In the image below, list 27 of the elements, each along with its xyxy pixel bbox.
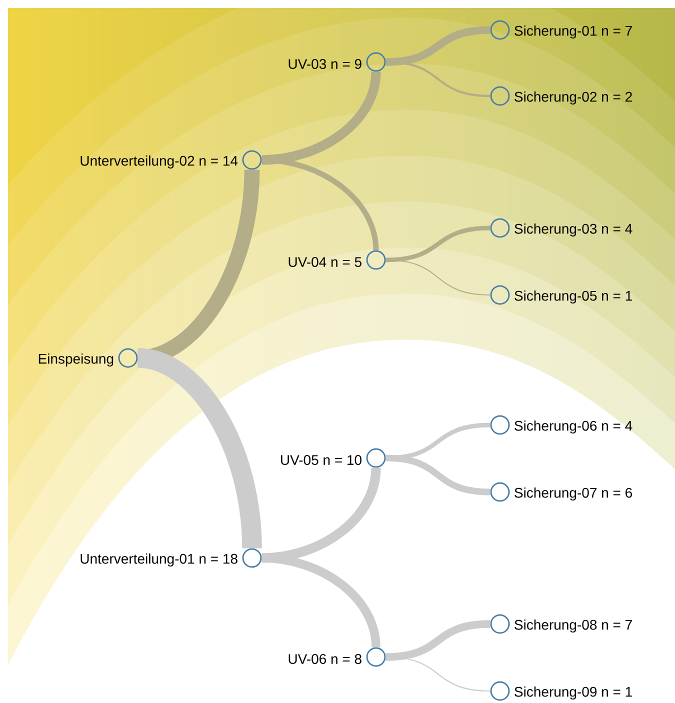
node-label: Unterverteilung-02 n = 14	[80, 155, 238, 169]
flow-ribbon	[386, 259, 490, 296]
node-label: Sicherung-06 n = 4	[514, 420, 632, 434]
flow-ribbon	[262, 554, 380, 648]
flow-ribbon	[386, 620, 490, 661]
node-label: UV-05 n = 10	[281, 455, 362, 465]
flow-ribbon	[386, 26, 490, 66]
node-label: UV-04 n = 5	[288, 257, 362, 267]
flow-ribbon	[386, 60, 490, 98]
node-label: Sicherung-07 n = 6	[514, 487, 632, 501]
node-label: Sicherung-03 n = 4	[514, 223, 632, 237]
node-label: Sicherung-02 n = 2	[514, 91, 632, 105]
node-label: Unterverteilung-01 n = 18	[80, 553, 238, 567]
node-label: Sicherung-01 n = 7	[514, 25, 632, 39]
node-label: Sicherung-08 n = 7	[514, 619, 632, 633]
flow-ribbon	[136, 348, 262, 549]
node-label: Sicherung-09 n = 1	[514, 686, 632, 700]
node-label: Einspeisung	[38, 353, 114, 367]
node-label: Sicherung-05 n = 1	[514, 290, 632, 304]
flow-ribbon	[262, 157, 379, 250]
node-label: UV-03 n = 9	[288, 59, 362, 69]
flow-ribbon	[261, 467, 381, 563]
flow-ribbon	[386, 226, 490, 262]
flow-ribbon	[262, 71, 381, 165]
flow-ribbon	[386, 656, 490, 692]
flow-ribbon	[386, 454, 490, 496]
node-label: UV-06 n = 8	[288, 654, 362, 664]
